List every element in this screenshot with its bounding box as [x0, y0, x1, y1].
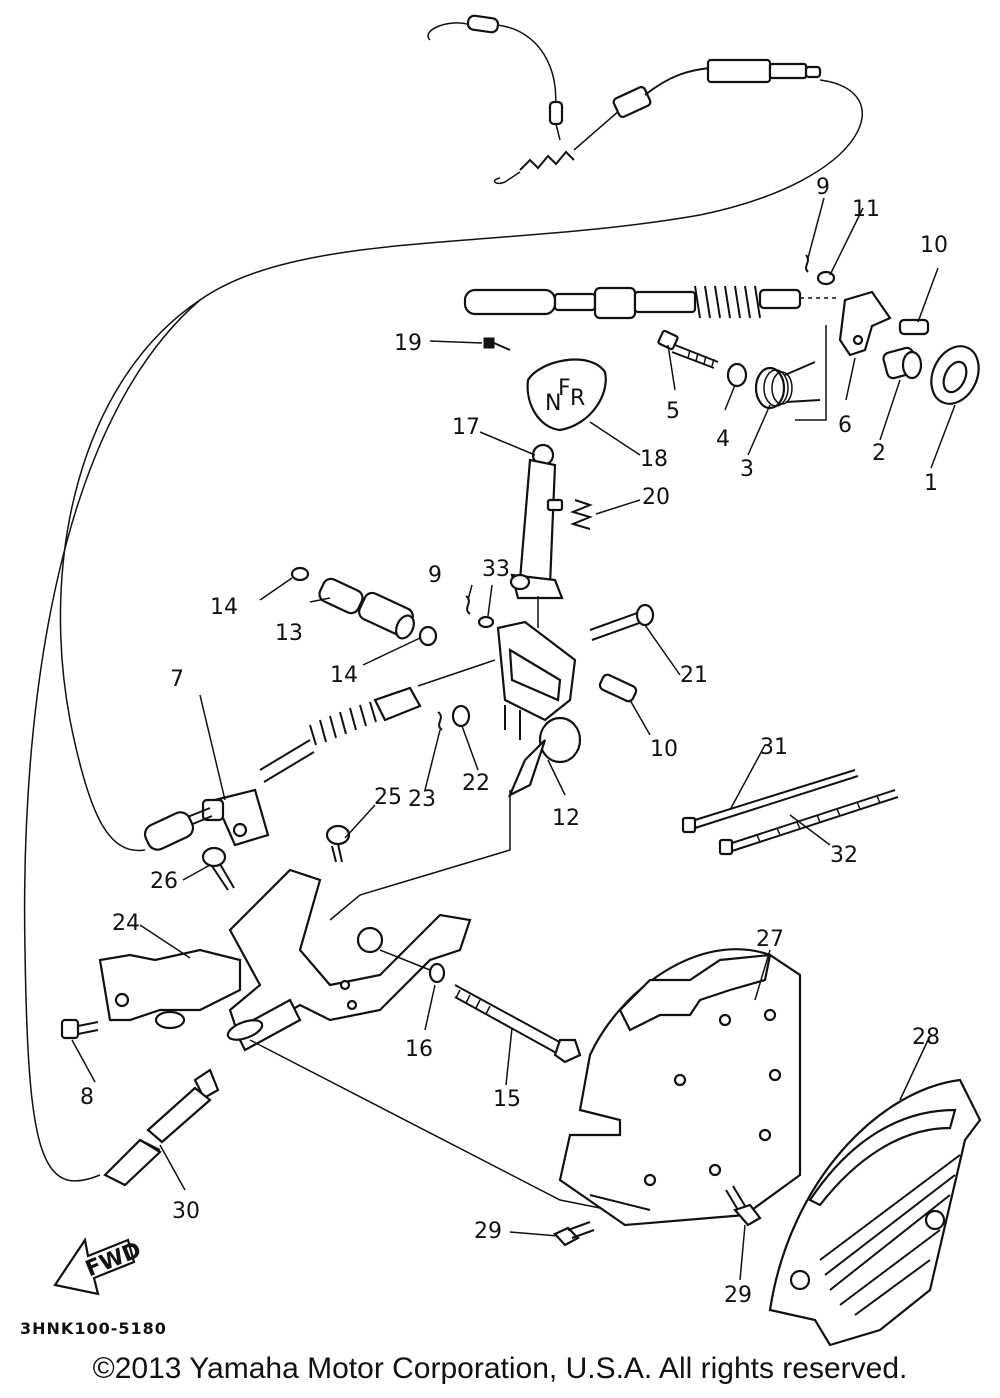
cable-tie-part-31 [681, 769, 859, 834]
washer-part-4 [726, 362, 748, 388]
callout-32: 32 [830, 843, 858, 868]
spring-part-3 [754, 361, 821, 410]
callout-23: 23 [408, 787, 436, 812]
pin-part-10-upper [898, 318, 930, 336]
bracket-part-12 [496, 620, 582, 798]
callout-11: 11 [852, 197, 880, 222]
cable-tie-part-32 [718, 789, 899, 856]
clip-part-23 [437, 711, 443, 731]
pin-part-21 [589, 603, 655, 641]
lever-part-6 [838, 290, 892, 357]
grommet-part-1 [930, 345, 980, 405]
fwd-arrow-icon: FWD [53, 1237, 145, 1296]
callout-2: 2 [872, 441, 886, 466]
drawing-code: 3HNK100-5180 [20, 1319, 167, 1338]
clip-part-9-upper [805, 254, 809, 273]
oring-part-14-lower [418, 625, 438, 647]
cable-end-part-30 [103, 1068, 220, 1187]
callout-3: 3 [740, 457, 754, 482]
cover-part-27 [558, 948, 802, 1227]
lever-arm-part-17 [509, 443, 564, 600]
shaft-part-13 [318, 577, 415, 640]
callout-25: 25 [374, 785, 402, 810]
callout-7: 7 [170, 667, 184, 692]
callout-18: 18 [640, 447, 668, 472]
bolt-part-15 [454, 984, 582, 1064]
washer-part-16 [428, 962, 446, 984]
callout-4: 4 [716, 427, 730, 452]
top-cable-assembly [427, 14, 822, 185]
clip-part-9-middle [465, 595, 471, 615]
callout-19: 19 [394, 331, 422, 356]
callout-33: 33 [482, 557, 510, 582]
callout-17: 17 [452, 415, 480, 440]
bolt-part-5 [657, 329, 719, 369]
callout-8: 8 [80, 1085, 94, 1110]
cable-route-line [59, 79, 863, 852]
callout-21: 21 [680, 663, 708, 688]
oring-part-14-upper [290, 566, 310, 582]
washer-part-11 [816, 270, 836, 286]
washer-part-22 [451, 704, 471, 728]
callout-20: 20 [642, 485, 670, 510]
callout-26: 26 [150, 869, 178, 894]
callout-30: 30 [172, 1199, 200, 1224]
callout-15: 15 [493, 1087, 521, 1112]
callout-1: 1 [924, 471, 938, 496]
knob-mark-n: N [545, 391, 561, 416]
callout-16: 16 [405, 1037, 433, 1062]
knob-mark-r: R [570, 386, 585, 411]
callout-28: 28 [912, 1025, 940, 1050]
pin-part-10-middle [598, 673, 638, 703]
collar-part-2 [882, 346, 923, 380]
knob-part-18: F N R [526, 358, 607, 432]
callout-22: 22 [462, 771, 490, 796]
bolt-part-26 [201, 846, 235, 891]
callout-14-upper: 14 [210, 595, 238, 620]
copyright-notice: ©2013 Yamaha Motor Corporation, U.S.A. A… [92, 1352, 908, 1385]
nut-part-33 [477, 615, 495, 629]
callout-29-left: 29 [474, 1219, 502, 1244]
callout-9-middle: 9 [428, 563, 442, 588]
assembly-line-cable [417, 659, 496, 687]
bolt-part-8 [60, 1018, 99, 1040]
bolt-part-29-left [553, 1221, 595, 1247]
shift-cable-upper [463, 285, 840, 320]
callout-5: 5 [666, 399, 680, 424]
callout-13: 13 [275, 621, 303, 646]
bolt-part-25 [325, 824, 351, 863]
callout-27: 27 [756, 927, 784, 952]
assembly-line-cable-lower [249, 1039, 611, 1211]
callout-31: 31 [760, 735, 788, 760]
callout-9-upper: 9 [816, 175, 830, 200]
assembly-line-bolt [379, 949, 431, 971]
callout-24: 24 [112, 911, 140, 936]
knob-mark-f: F [558, 376, 571, 401]
callout-12: 12 [552, 806, 580, 831]
spring-part-20 [546, 498, 594, 530]
assembly-line [795, 325, 827, 421]
assembly-line-lower [329, 790, 511, 921]
callout-6: 6 [838, 413, 852, 438]
fwd-label: FWD [82, 1238, 145, 1283]
bracket-part-24 [98, 868, 472, 1052]
shift-cable-part-7 [143, 686, 422, 851]
leader-lines [71, 197, 956, 1281]
cover-part-28 [768, 1078, 982, 1347]
bolt-part-29-right [725, 1185, 762, 1227]
callout-14-lower: 14 [330, 663, 358, 688]
callout-10-upper: 10 [920, 233, 948, 258]
cable-route-line-lower [23, 299, 201, 1182]
callout-29-right: 29 [724, 1283, 752, 1308]
callout-10-middle: 10 [650, 737, 678, 762]
screw-part-19 [483, 337, 511, 351]
